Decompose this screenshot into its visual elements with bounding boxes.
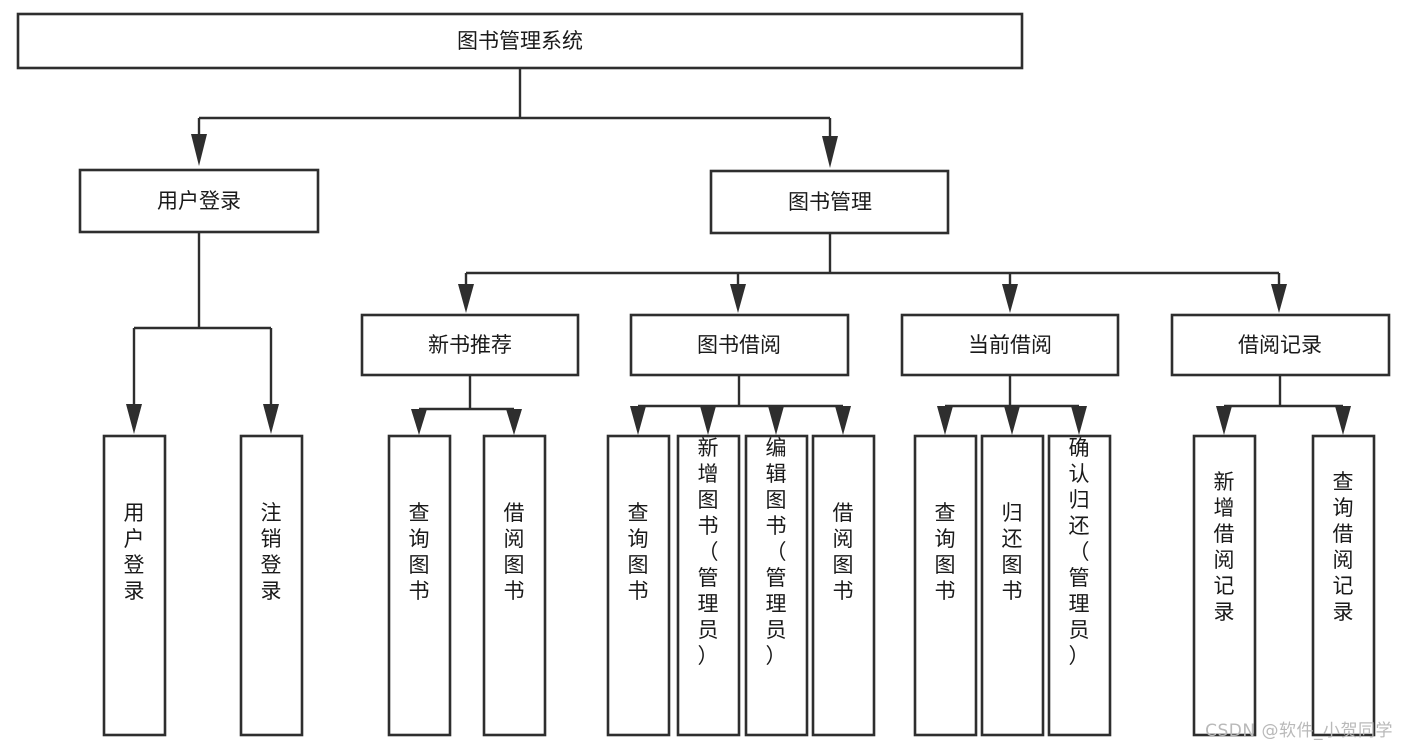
node-new-book-recommend-label: 新书推荐 <box>428 333 512 357</box>
leaf-query-book-recommend-label: 查询图书 <box>409 501 430 603</box>
node-user-login-box <box>78 168 320 234</box>
node-book-management-box <box>709 169 950 235</box>
node-new-book-recommend[interactable]: 新书推荐 <box>360 313 580 377</box>
leaf-query-borrow-record[interactable]: 查询借阅记录 <box>1311 434 1376 737</box>
leaf-query-book-current[interactable]: 查询图书 <box>913 434 978 737</box>
leaf-logout-box <box>239 434 304 737</box>
leaf-borrow-book-box <box>811 434 876 737</box>
arrow-newbook-leaf-1 <box>411 409 427 435</box>
leaf-query-book-borrow-label: 查询图书 <box>628 501 649 603</box>
leaf-query-book-recommend[interactable]: 查询图书 <box>387 434 452 737</box>
arrow-borrow-leaf-1 <box>630 406 646 435</box>
node-root-box <box>16 12 1024 70</box>
leaf-query-book-borrow-box <box>606 434 671 737</box>
arrow-login-leaf-1 <box>126 404 142 434</box>
leaf-add-book-admin-label: 新增图书（管理员） <box>698 436 719 668</box>
leaf-logout-label: 注销登录 <box>261 501 282 603</box>
leaf-add-book-admin-box <box>676 434 741 737</box>
leaf-confirm-return-admin-label: 确认归还（管理员） <box>1069 436 1090 668</box>
arrow-borrow-leaf-3 <box>768 406 784 435</box>
arrow-current-leaf-1 <box>937 406 953 435</box>
arrow-login-leaf-2 <box>263 404 279 434</box>
node-book-management-label: 图书管理 <box>788 190 872 214</box>
arrow-current-leaf-3 <box>1071 406 1087 435</box>
leaf-confirm-return-admin[interactable]: 确认归还（管理员） <box>1047 434 1112 737</box>
leaf-user-login[interactable]: 用户登录 <box>102 434 167 737</box>
leaf-query-borrow-record-label: 查询借阅记录 <box>1333 470 1354 624</box>
node-book-borrow-box <box>629 313 850 377</box>
leaf-query-book-recommend-box <box>387 434 452 737</box>
leaf-user-login-box <box>102 434 167 737</box>
leaf-logout[interactable]: 注销登录 <box>239 434 304 737</box>
node-book-borrow[interactable]: 图书借阅 <box>629 313 850 377</box>
leaf-return-book[interactable]: 归还图书 <box>980 434 1045 737</box>
node-new-book-recommend-box <box>360 313 580 377</box>
leaf-borrow-book-recommend-label: 借阅图书 <box>504 501 525 603</box>
arrow-bookmgmt-to-record <box>1271 284 1287 313</box>
arrow-newbook-leaf-2 <box>506 409 522 435</box>
node-current-borrow-box <box>900 313 1120 377</box>
leaf-borrow-book-label: 借阅图书 <box>833 501 854 603</box>
arrow-borrow-leaf-4 <box>835 406 851 435</box>
node-borrow-record[interactable]: 借阅记录 <box>1170 313 1391 377</box>
node-root-label: 图书管理系统 <box>457 29 583 53</box>
connector-layer <box>126 68 1351 435</box>
node-book-borrow-label: 图书借阅 <box>697 333 781 357</box>
leaf-query-book-current-label: 查询图书 <box>935 501 956 603</box>
leaf-edit-book-admin-label: 编辑图书（管理员） <box>766 436 787 668</box>
node-current-borrow-label: 当前借阅 <box>968 333 1052 357</box>
leaf-add-borrow-record[interactable]: 新增借阅记录 <box>1192 434 1257 737</box>
leaf-edit-book-admin[interactable]: 编辑图书（管理员） <box>744 434 809 737</box>
node-root-system[interactable]: 图书管理系统 <box>16 12 1024 70</box>
leaf-query-book-borrow[interactable]: 查询图书 <box>606 434 671 737</box>
leaf-return-book-box <box>980 434 1045 737</box>
leaf-add-borrow-record-label: 新增借阅记录 <box>1214 470 1235 624</box>
leaf-edit-book-admin-box <box>744 434 809 737</box>
leaf-borrow-book-recommend[interactable]: 借阅图书 <box>482 434 547 737</box>
arrow-root-to-bookmgmt <box>822 136 838 168</box>
leaf-user-login-label: 用户登录 <box>124 501 145 603</box>
leaf-confirm-return-admin-box <box>1047 434 1112 737</box>
node-user-login-label: 用户登录 <box>157 189 241 213</box>
leaf-add-borrow-record-box <box>1192 434 1257 737</box>
leaf-borrow-book[interactable]: 借阅图书 <box>811 434 876 737</box>
node-borrow-record-label: 借阅记录 <box>1238 333 1322 357</box>
node-book-management[interactable]: 图书管理 <box>709 169 950 235</box>
leaf-borrow-book-recommend-box <box>482 434 547 737</box>
arrow-bookmgmt-to-newbook <box>458 284 474 313</box>
leaf-return-book-label: 归还图书 <box>1002 501 1023 603</box>
arrow-record-leaf-2 <box>1335 406 1351 435</box>
leaf-query-borrow-record-box <box>1311 434 1376 737</box>
arrow-borrow-leaf-2 <box>700 406 716 435</box>
node-current-borrow[interactable]: 当前借阅 <box>900 313 1120 377</box>
arrow-current-leaf-2 <box>1004 406 1020 435</box>
leaf-add-book-admin[interactable]: 新增图书（管理员） <box>676 434 741 737</box>
arrow-record-leaf-1 <box>1216 406 1232 435</box>
csdn-watermark: CSDN @软件_小贺同学 <box>1205 721 1393 741</box>
node-user-login[interactable]: 用户登录 <box>78 168 320 234</box>
arrow-bookmgmt-to-borrow <box>730 284 746 313</box>
leaf-query-book-current-box <box>913 434 978 737</box>
node-borrow-record-box <box>1170 313 1391 377</box>
arrow-root-to-login <box>191 134 207 166</box>
arrow-bookmgmt-to-current <box>1002 284 1018 313</box>
